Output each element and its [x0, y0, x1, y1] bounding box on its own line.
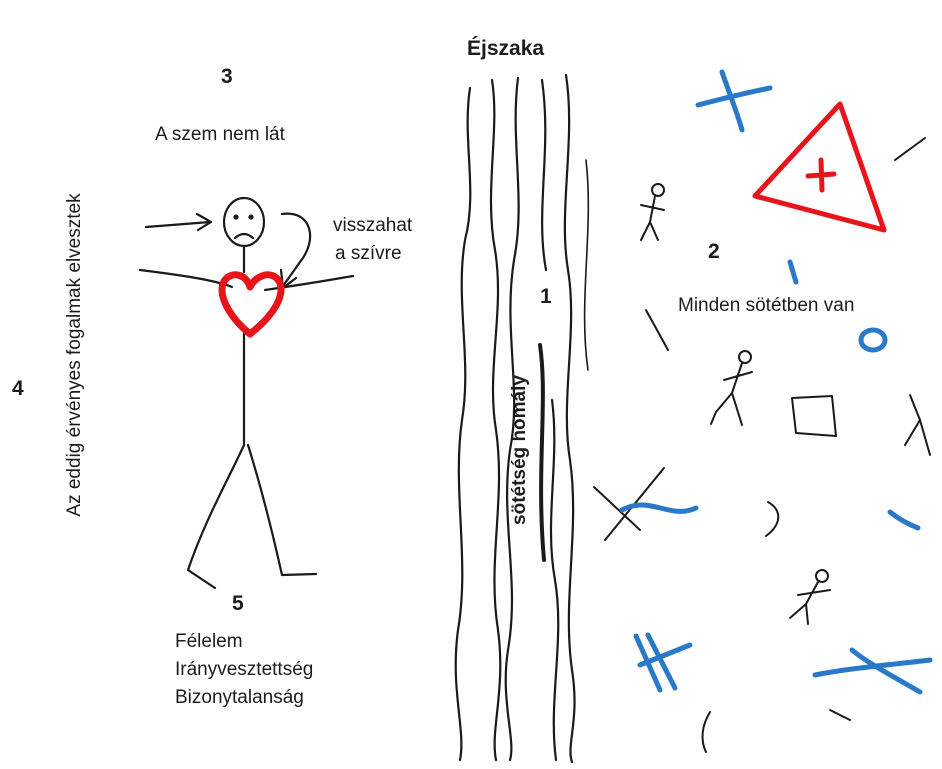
- label-eye: A szem nem lát: [155, 124, 285, 146]
- marker-2: 2: [708, 240, 720, 264]
- stick-figure: [140, 198, 353, 588]
- label-darkness: Minden sötétben van: [678, 295, 854, 317]
- label-heart-1: visszahat: [333, 215, 412, 237]
- heart-icon: [222, 275, 281, 334]
- fear-list: Félelem Irányvesztettség Bizonytalanság: [175, 628, 313, 712]
- fear-item: Bizonytalanság: [175, 684, 313, 712]
- arrow-to-heart: [282, 214, 310, 286]
- warning-triangle-icon: [755, 104, 884, 230]
- marker-1: 1: [540, 285, 552, 309]
- title: Éjszaka: [467, 37, 544, 61]
- marker-3: 3: [221, 65, 233, 89]
- fear-item: Irányvesztettség: [175, 656, 313, 684]
- marker-5: 5: [232, 592, 244, 616]
- label-twilight: sötétség homály: [509, 375, 531, 525]
- blue-marks: [622, 72, 930, 692]
- sad-face-head: [224, 198, 264, 246]
- fear-item: Félelem: [175, 628, 313, 656]
- marker-4: 4: [12, 377, 24, 401]
- label-heart-2: a szívre: [335, 243, 402, 265]
- twilight-thick-line: [540, 345, 544, 560]
- square-shape: [792, 396, 836, 436]
- label-lost-concepts: Az eddig érvényes fogalmak elvesztek: [64, 193, 86, 516]
- arrow-to-eye: [146, 222, 210, 227]
